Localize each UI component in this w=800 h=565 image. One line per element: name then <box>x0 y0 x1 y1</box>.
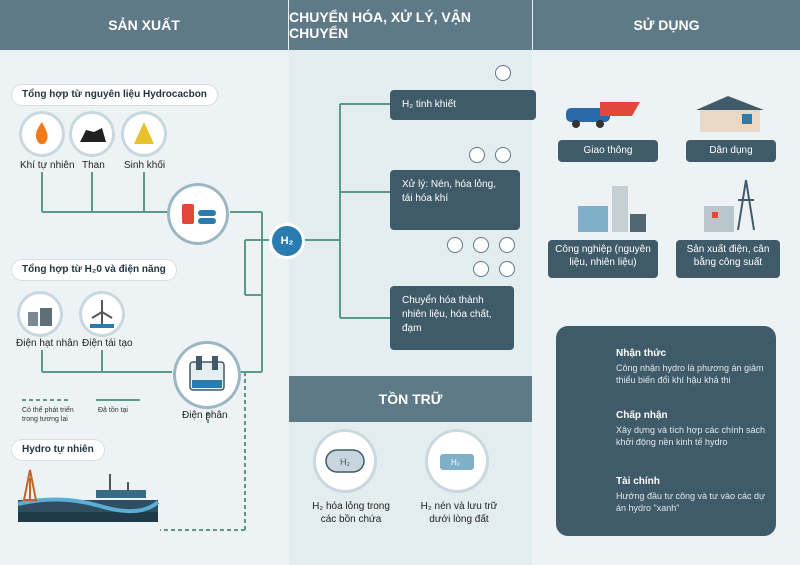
truck-icon <box>470 148 484 162</box>
awareness-title: Nhận thức <box>616 348 667 359</box>
gas-circle <box>22 114 62 154</box>
underground-storage-circle: H₂ <box>428 432 486 490</box>
transport-label: Giao thông <box>583 145 633 156</box>
electrolysis-label: Điện phân <box>182 410 228 421</box>
water-title: Tổng hợp từ H₂0 và điện năng <box>12 260 176 280</box>
electrolyzer-icon <box>189 356 225 391</box>
electrolysis-circle <box>176 344 238 406</box>
hydrogen-hub: H₂ <box>272 226 302 256</box>
wind-turbine-icon <box>90 300 114 328</box>
finance-text: Hướng đầu tư công và tư vào các dự án hy… <box>616 491 766 513</box>
svg-text:H₂: H₂ <box>451 458 460 467</box>
renewable-circle <box>82 294 122 334</box>
storage-tank-icon: H₂ <box>325 449 365 473</box>
acceptance-title: Chấp nhận <box>616 410 668 421</box>
nuclear-label: Điện hạt nhân <box>16 338 79 349</box>
gas-label: Khí tự nhiên <box>20 160 75 171</box>
coal-icon <box>80 128 106 142</box>
renewable-label: Điện tái tạo <box>82 338 133 349</box>
underground-storage-label: H₂ nén và lưu trữ dưới lòng đất <box>420 501 498 525</box>
transport-box: Giao thông <box>558 140 658 162</box>
pipe-icon <box>496 66 510 80</box>
header-production: SẢN XUẤT <box>0 0 288 50</box>
factory-icon <box>500 238 514 252</box>
biomass-icon <box>134 122 154 144</box>
legend-existing-label: Đã tồn tại <box>98 407 128 414</box>
nuclear-plant-icon <box>28 308 52 326</box>
hydrocarbon-title: Tổng hợp từ nguyên liệu Hydrocacbon <box>12 85 217 105</box>
processing-box: Xử lý: Nén, hóa lỏng, tái hóa khí <box>390 170 520 230</box>
liquid-storage-circle: H₂ <box>316 432 374 490</box>
liquid-storage-label: H₂ hóa lỏng trong các bồn chứa <box>312 501 390 525</box>
car-icon <box>448 238 462 252</box>
pure-hydrogen-label: H₂ tinh khiết <box>402 99 456 110</box>
pure-hydrogen-box: H₂ tinh khiết <box>390 90 536 120</box>
power-box: Sản xuất điện, cân bằng công suất <box>676 240 780 278</box>
legend-future-label: Có thể phát triển trong tương lai <box>22 407 74 423</box>
industry-label: Công nghiệp (nguyên liệu, nhiên liệu) <box>555 244 651 268</box>
conversion-label: Chuyển hóa thành nhiên liệu, hóa chất, đ… <box>402 295 492 334</box>
train-icon <box>500 262 514 276</box>
processing-label: Xử lý: Nén, hóa lỏng, tái hóa khí <box>402 179 496 204</box>
biomass-label: Sinh khối <box>124 160 166 171</box>
policy-panel <box>556 326 776 536</box>
natural-hydrogen-illustration <box>17 469 160 522</box>
coal-label: Than <box>82 160 105 171</box>
awareness-text: Công nhận hydro là phương án giảm thiểu … <box>616 363 764 385</box>
finance-title: Tài chính <box>616 476 660 487</box>
civil-box: Dân dụng <box>686 140 776 162</box>
tanker-icon <box>474 262 488 276</box>
bus-icon <box>474 238 488 252</box>
biomass-circle <box>124 114 164 154</box>
nuclear-circle <box>20 294 60 334</box>
reformer-circle <box>170 186 226 242</box>
ship-icon <box>496 148 510 162</box>
svg-text:H₂: H₂ <box>340 457 350 467</box>
natural-hydrogen-title: Hydro tự nhiên <box>12 440 104 460</box>
header-conversion: CHUYỂN HÓA, XỬ LÝ, VẬN CHUYỂN <box>289 0 532 50</box>
conversion-box: Chuyển hóa thành nhiên liệu, hóa chất, đ… <box>390 286 514 350</box>
header-storage: TỒN TRỮ <box>289 376 532 422</box>
power-label: Sản xuất điện, cân bằng công suất <box>686 244 770 268</box>
header-usage: SỬ DỤNG <box>533 0 800 50</box>
civil-label: Dân dụng <box>709 145 753 156</box>
gas-tank-icon <box>182 204 216 224</box>
industry-box: Công nghiệp (nguyên liệu, nhiên liệu) <box>548 240 658 278</box>
underground-tank-icon: H₂ <box>440 454 474 470</box>
coal-circle <box>72 114 112 154</box>
acceptance-text: Xây dựng và tích hợp các chính sách khởi… <box>616 425 766 447</box>
flame-icon <box>35 122 48 145</box>
